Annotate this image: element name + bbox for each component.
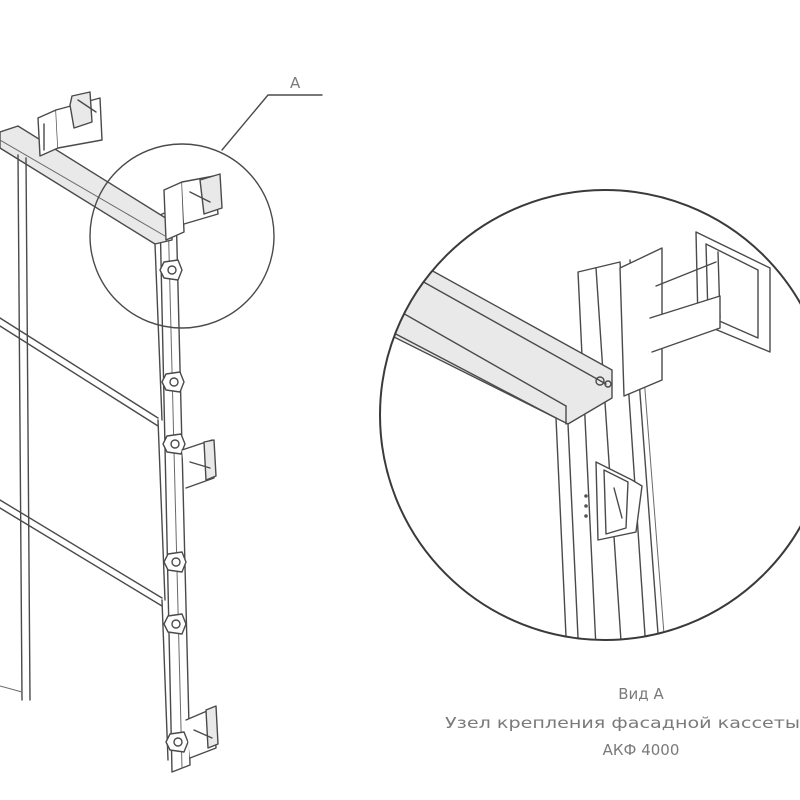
wall-bracket-top-left bbox=[37, 91, 103, 157]
caption-view-title: Вид А bbox=[618, 685, 664, 703]
callout-leader-line bbox=[221, 94, 323, 151]
vertical-guide-rail bbox=[159, 207, 191, 773]
detail-callout-circle bbox=[89, 143, 275, 329]
detail-caption: Вид А Узел крепления фасадной кассеты АК… bbox=[445, 685, 800, 759]
callout-label: А bbox=[290, 74, 301, 92]
detail-hook-clamp bbox=[584, 461, 643, 541]
detail-view-circle bbox=[379, 189, 800, 641]
detail-cassette bbox=[380, 263, 613, 640]
facade-cassettes bbox=[0, 125, 173, 761]
wall-bracket-middle bbox=[181, 439, 217, 489]
cassette-clamps bbox=[159, 259, 189, 753]
wall-bracket-rail-top bbox=[163, 173, 223, 241]
wall-bracket-bottom bbox=[185, 705, 219, 759]
detail-wall-bracket bbox=[619, 231, 771, 397]
detail-view-a: Вид А Узел крепления фасадной кассеты АК… bbox=[379, 189, 800, 759]
caption-node-description: Узел крепления фасадной кассеты bbox=[445, 714, 800, 732]
caption-product-code: АКФ 4000 bbox=[603, 741, 680, 759]
facade-overview: А bbox=[0, 74, 323, 773]
